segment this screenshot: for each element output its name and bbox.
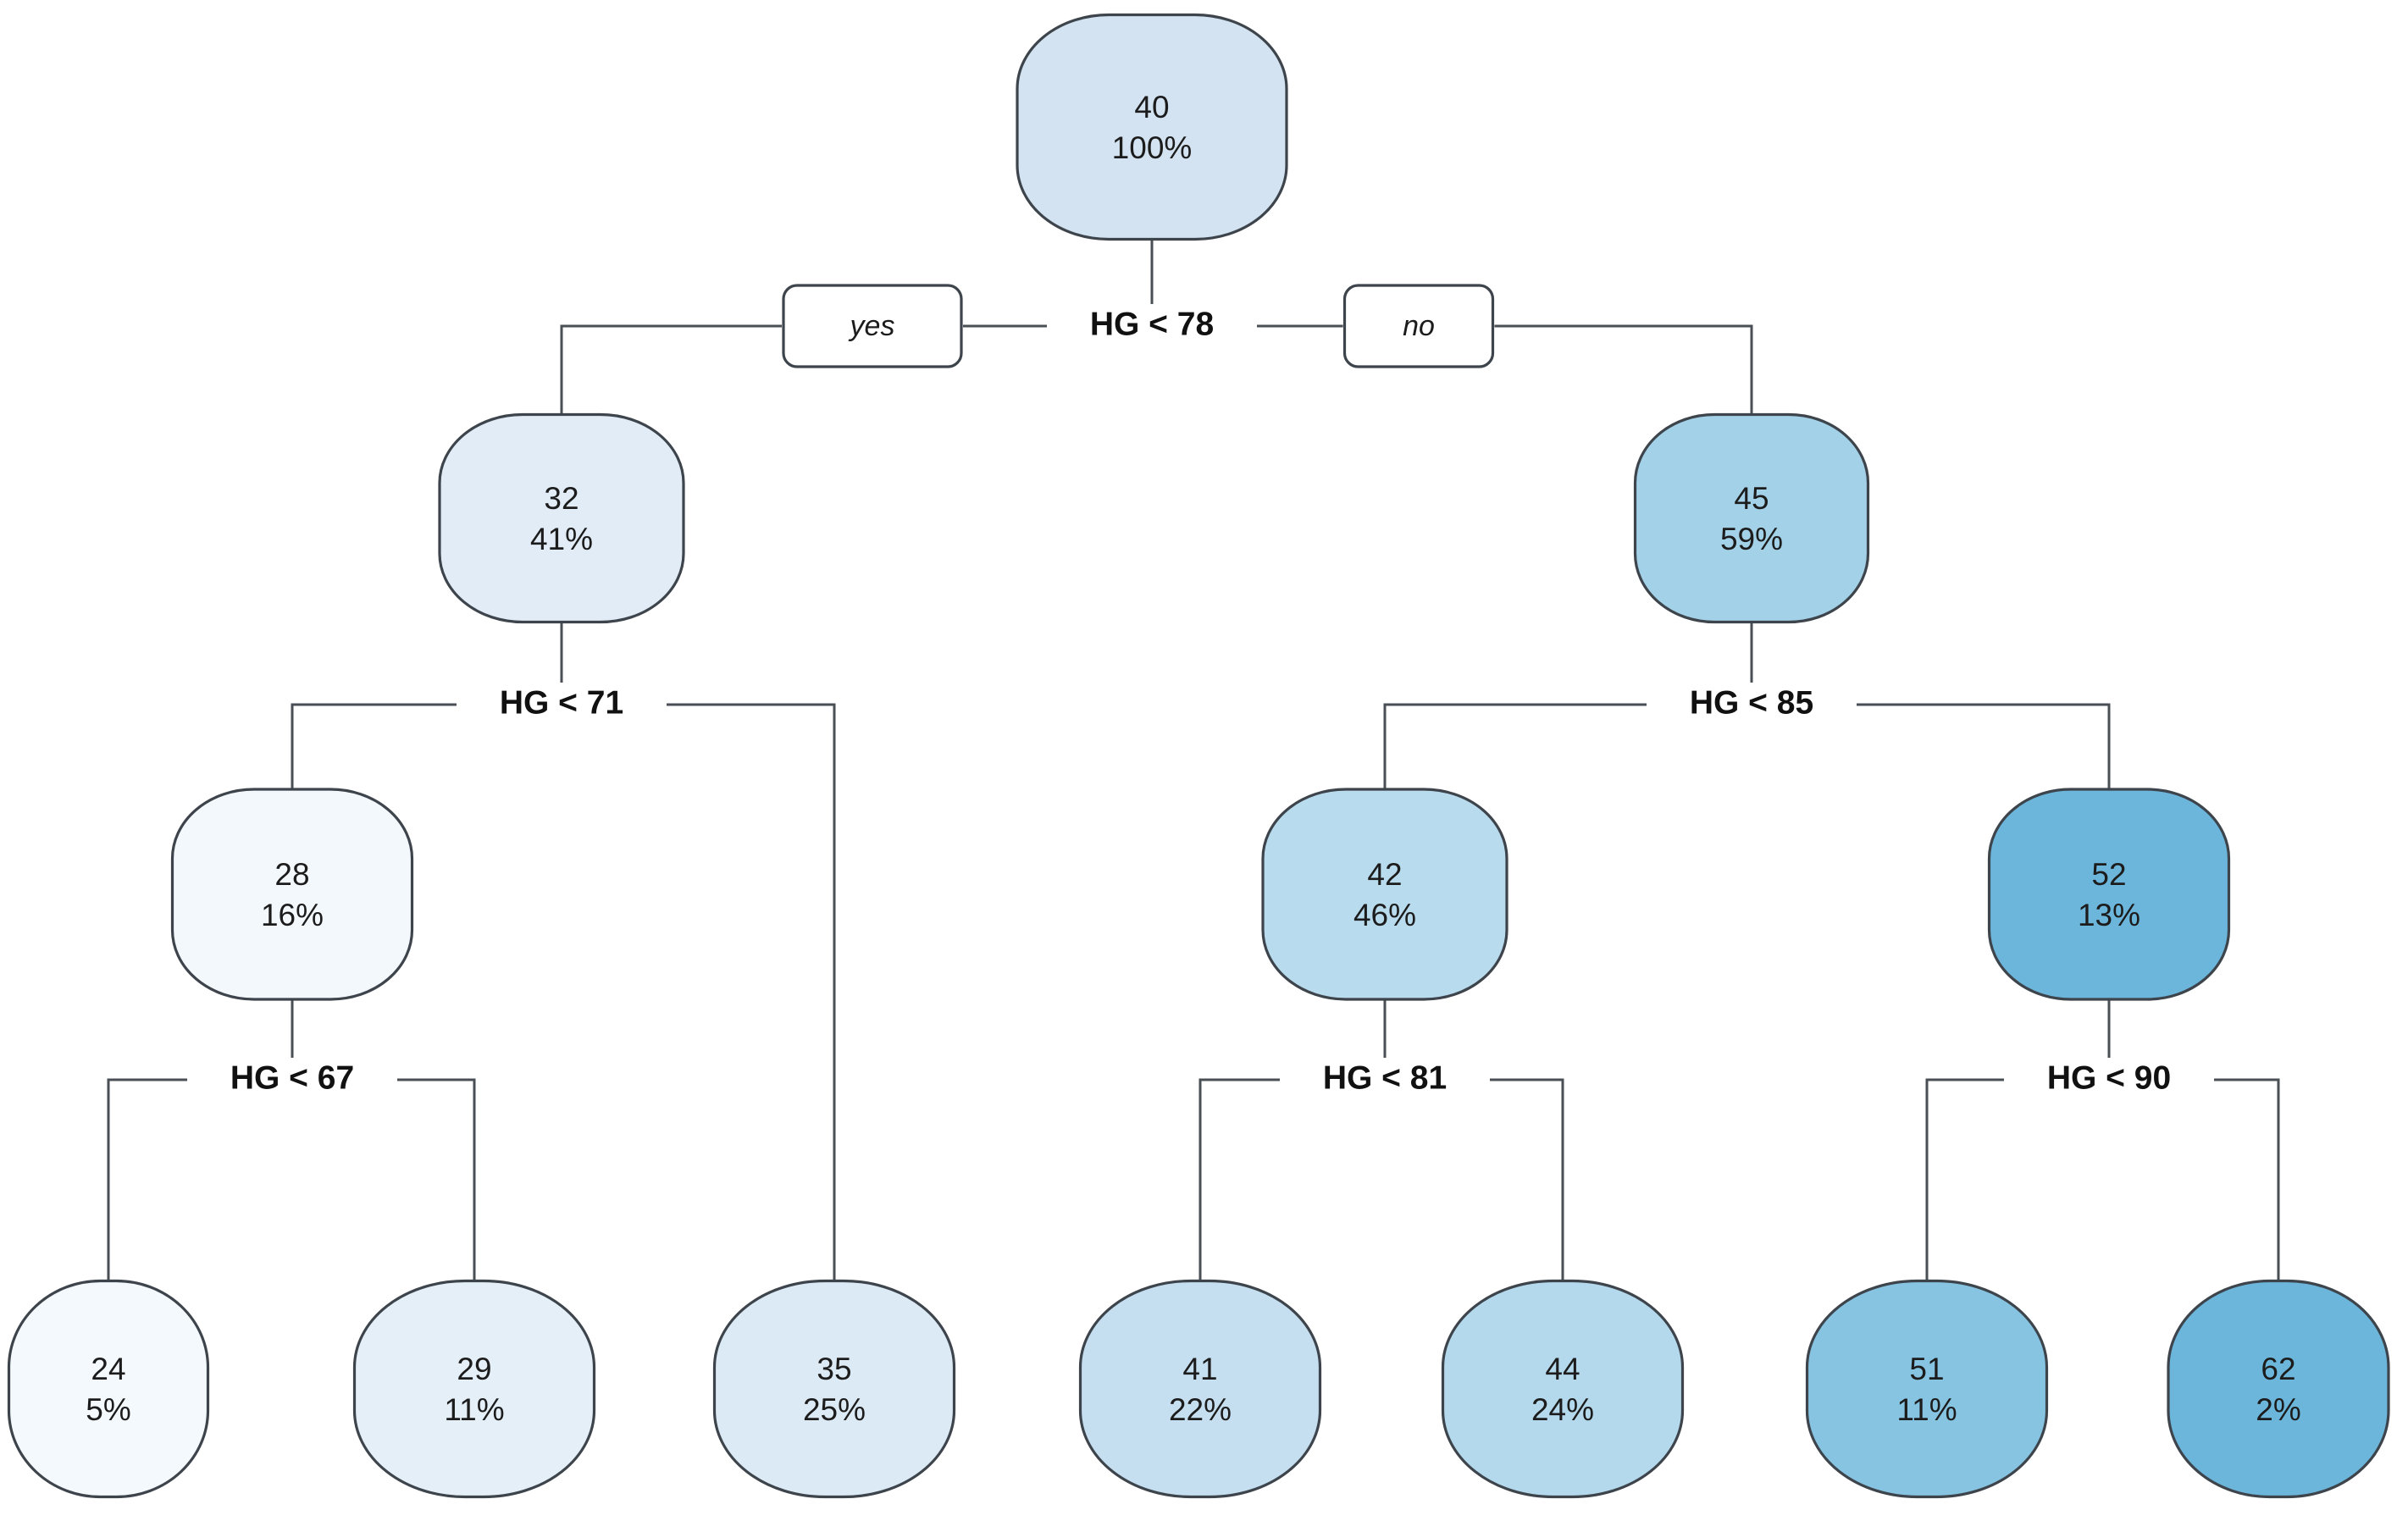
branch-box-yes: yes: [782, 284, 963, 368]
label-gap-mask: [1047, 304, 1257, 348]
node-shape: [1261, 788, 1508, 1001]
node-shape: [1078, 1279, 1322, 1499]
node-percent: 11%: [444, 1392, 504, 1427]
branch-box-label: yes: [849, 310, 895, 342]
split-label-layer: HG < 78 HG < 71 HG < 85 HG < 67 HG < 81 HG < …: [230, 306, 2171, 1096]
node-percent: 59%: [1720, 522, 1783, 556]
split-label: HG < 78: [1090, 306, 1214, 342]
node-percent: 16%: [261, 898, 324, 932]
node-value: 32: [544, 481, 578, 516]
label-gap-mask: [2004, 1058, 2214, 1102]
node-percent: 46%: [1353, 898, 1416, 932]
node-percent: 2%: [2256, 1392, 2300, 1427]
connector-yes: [1383, 703, 1752, 789]
split-label: HG < 67: [230, 1059, 354, 1096]
node-percent: 13%: [2078, 898, 2140, 932]
branch-box-layer: yes no: [782, 284, 1495, 368]
node-value: 29: [457, 1352, 491, 1386]
node-value: 40: [1134, 90, 1169, 124]
node-shape: [438, 412, 685, 624]
tree-node[interactable]: 622%: [2167, 1279, 2390, 1499]
node-value: 28: [274, 857, 309, 892]
node-shape: [1016, 13, 1288, 241]
split-label: HG < 90: [2047, 1059, 2171, 1096]
node-value: 42: [1367, 857, 1402, 892]
connector-no: [1752, 703, 2111, 789]
node-shape: [1805, 1279, 2049, 1499]
node-percent: 5%: [86, 1392, 130, 1427]
label-gap-mask: [187, 1058, 397, 1102]
node-shape: [712, 1279, 956, 1499]
node-shape: [1633, 412, 1870, 624]
node-percent: 41%: [530, 522, 593, 556]
node-shape: [352, 1279, 596, 1499]
node-percent: 11%: [1896, 1392, 1957, 1427]
node-percent: 25%: [803, 1392, 866, 1427]
label-gap-mask: [457, 683, 667, 727]
node-percent: 100%: [1112, 130, 1193, 165]
branch-box-no: no: [1342, 284, 1495, 368]
split-label: HG < 85: [1690, 684, 1813, 721]
tree-node[interactable]: 245%: [7, 1279, 210, 1499]
branch-box-rect: [1342, 284, 1495, 368]
node-value: 51: [1909, 1352, 1944, 1386]
node-shape: [170, 788, 414, 1001]
node-value: 45: [1734, 481, 1769, 516]
node-shape: [1441, 1279, 1685, 1499]
label-gap-mask: [1647, 683, 1857, 727]
node-value: 44: [1545, 1352, 1580, 1386]
label-gap-mask: [1280, 1058, 1490, 1102]
branch-box-rect: [782, 284, 963, 368]
split-label: HG < 81: [1323, 1059, 1447, 1096]
node-value: 62: [2261, 1352, 2295, 1386]
nodes-layer: 40100%3241%4559%2816%4246%5213%245%2911%…: [7, 13, 2390, 1499]
node-shape: [1987, 788, 2231, 1001]
node-percent: 24%: [1531, 1392, 1594, 1427]
node-value: 35: [817, 1352, 851, 1386]
node-percent: 22%: [1169, 1392, 1232, 1427]
node-shape: [7, 1279, 210, 1499]
branch-box-label: no: [1403, 310, 1435, 342]
node-value: 52: [2091, 857, 2126, 892]
node-value: 41: [1182, 1352, 1217, 1386]
node-shape: [2167, 1279, 2390, 1499]
split-label: HG < 71: [500, 684, 623, 721]
node-value: 24: [91, 1352, 125, 1386]
tree-node[interactable]: 40 100%: [1016, 13, 1288, 241]
